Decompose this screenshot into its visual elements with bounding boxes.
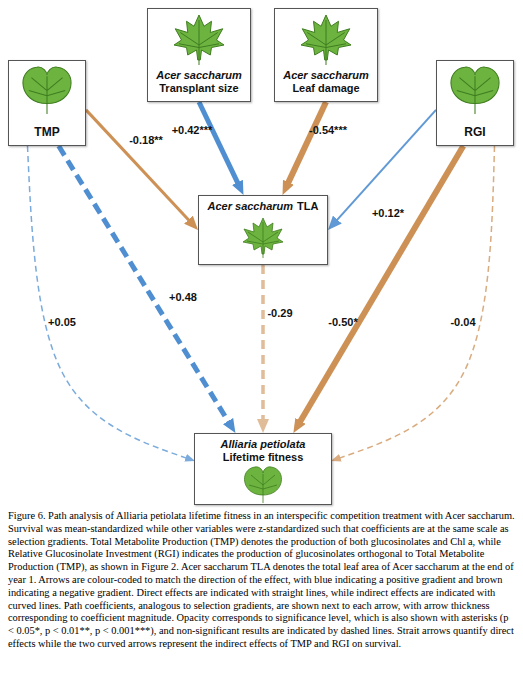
garlic-mustard-leaf-icon: [451, 67, 499, 114]
direct-effect-arrow: [336, 110, 436, 221]
maple-leaf-icon: [243, 218, 283, 258]
variable-box: Alliaria petiolataLifetime fitness: [194, 433, 332, 505]
species-name: Acer saccharum: [283, 69, 369, 82]
variable-box: RGI: [436, 60, 514, 146]
path-coefficient: -0.54***: [309, 124, 347, 136]
indirect-effect-arrow: [339, 146, 494, 458]
text-group: Alliaria petiolataLifetime fitness: [195, 438, 331, 464]
text-group: Acer saccharumTransplant size: [148, 69, 250, 95]
text-group: TMP: [9, 126, 85, 139]
variable-box: Acer saccharumTransplant size: [147, 8, 251, 102]
direct-effect-arrow: [59, 146, 229, 423]
path-coefficient: +0.48: [169, 291, 197, 303]
direct-effect-arrow: [299, 146, 463, 423]
figure-caption: Figure 6. Path analysis of Alliaria peti…: [8, 510, 515, 651]
variable-name: Leaf damage: [292, 82, 359, 95]
text-group: Acer saccharumTLA: [199, 200, 327, 213]
garlic-mustard-leaf-icon: [245, 467, 282, 503]
direct-effect-arrow: [86, 110, 190, 221]
species-name: Acer saccharum: [208, 200, 294, 213]
variable-box: Acer saccharumTLA: [198, 195, 328, 265]
maple-leaf-icon: [301, 15, 351, 65]
direct-effect-arrow: [288, 102, 326, 184]
path-coefficient: +0.05: [48, 316, 76, 328]
species-name: Alliaria petiolata: [221, 438, 306, 451]
path-coefficient: -0.04: [450, 316, 475, 328]
garlic-mustard-leaf-icon: [23, 67, 71, 114]
indirect-effect-arrow: [28, 146, 187, 458]
variable-name: TMP: [34, 126, 59, 139]
maple-leaf-icon: [174, 15, 224, 65]
path-coefficient: -0.29: [267, 307, 292, 319]
edge-group: [28, 102, 495, 458]
variable-box: Acer saccharumLeaf damage: [274, 8, 378, 102]
text-group: RGI: [437, 126, 513, 139]
path-coefficient: -0.50*: [328, 316, 357, 328]
species-name: Acer saccharum: [156, 69, 242, 82]
path-coefficient: -0.18**: [129, 134, 163, 146]
variable-box: TMP: [8, 60, 86, 146]
path-coefficient: +0.12*: [372, 207, 404, 219]
text-group: Acer saccharumLeaf damage: [275, 69, 377, 95]
variable-name: TLA: [297, 200, 318, 213]
direct-effect-arrow: [199, 102, 238, 184]
variable-name: Lifetime fitness: [223, 451, 304, 464]
variable-name: Transplant size: [159, 82, 238, 95]
direct-effect-arrow: [261, 265, 265, 421]
path-coefficient: +0.42***: [172, 124, 213, 136]
variable-name: RGI: [464, 126, 485, 139]
caption-area: Figure 6. Path analysis of Alliaria peti…: [8, 510, 515, 651]
